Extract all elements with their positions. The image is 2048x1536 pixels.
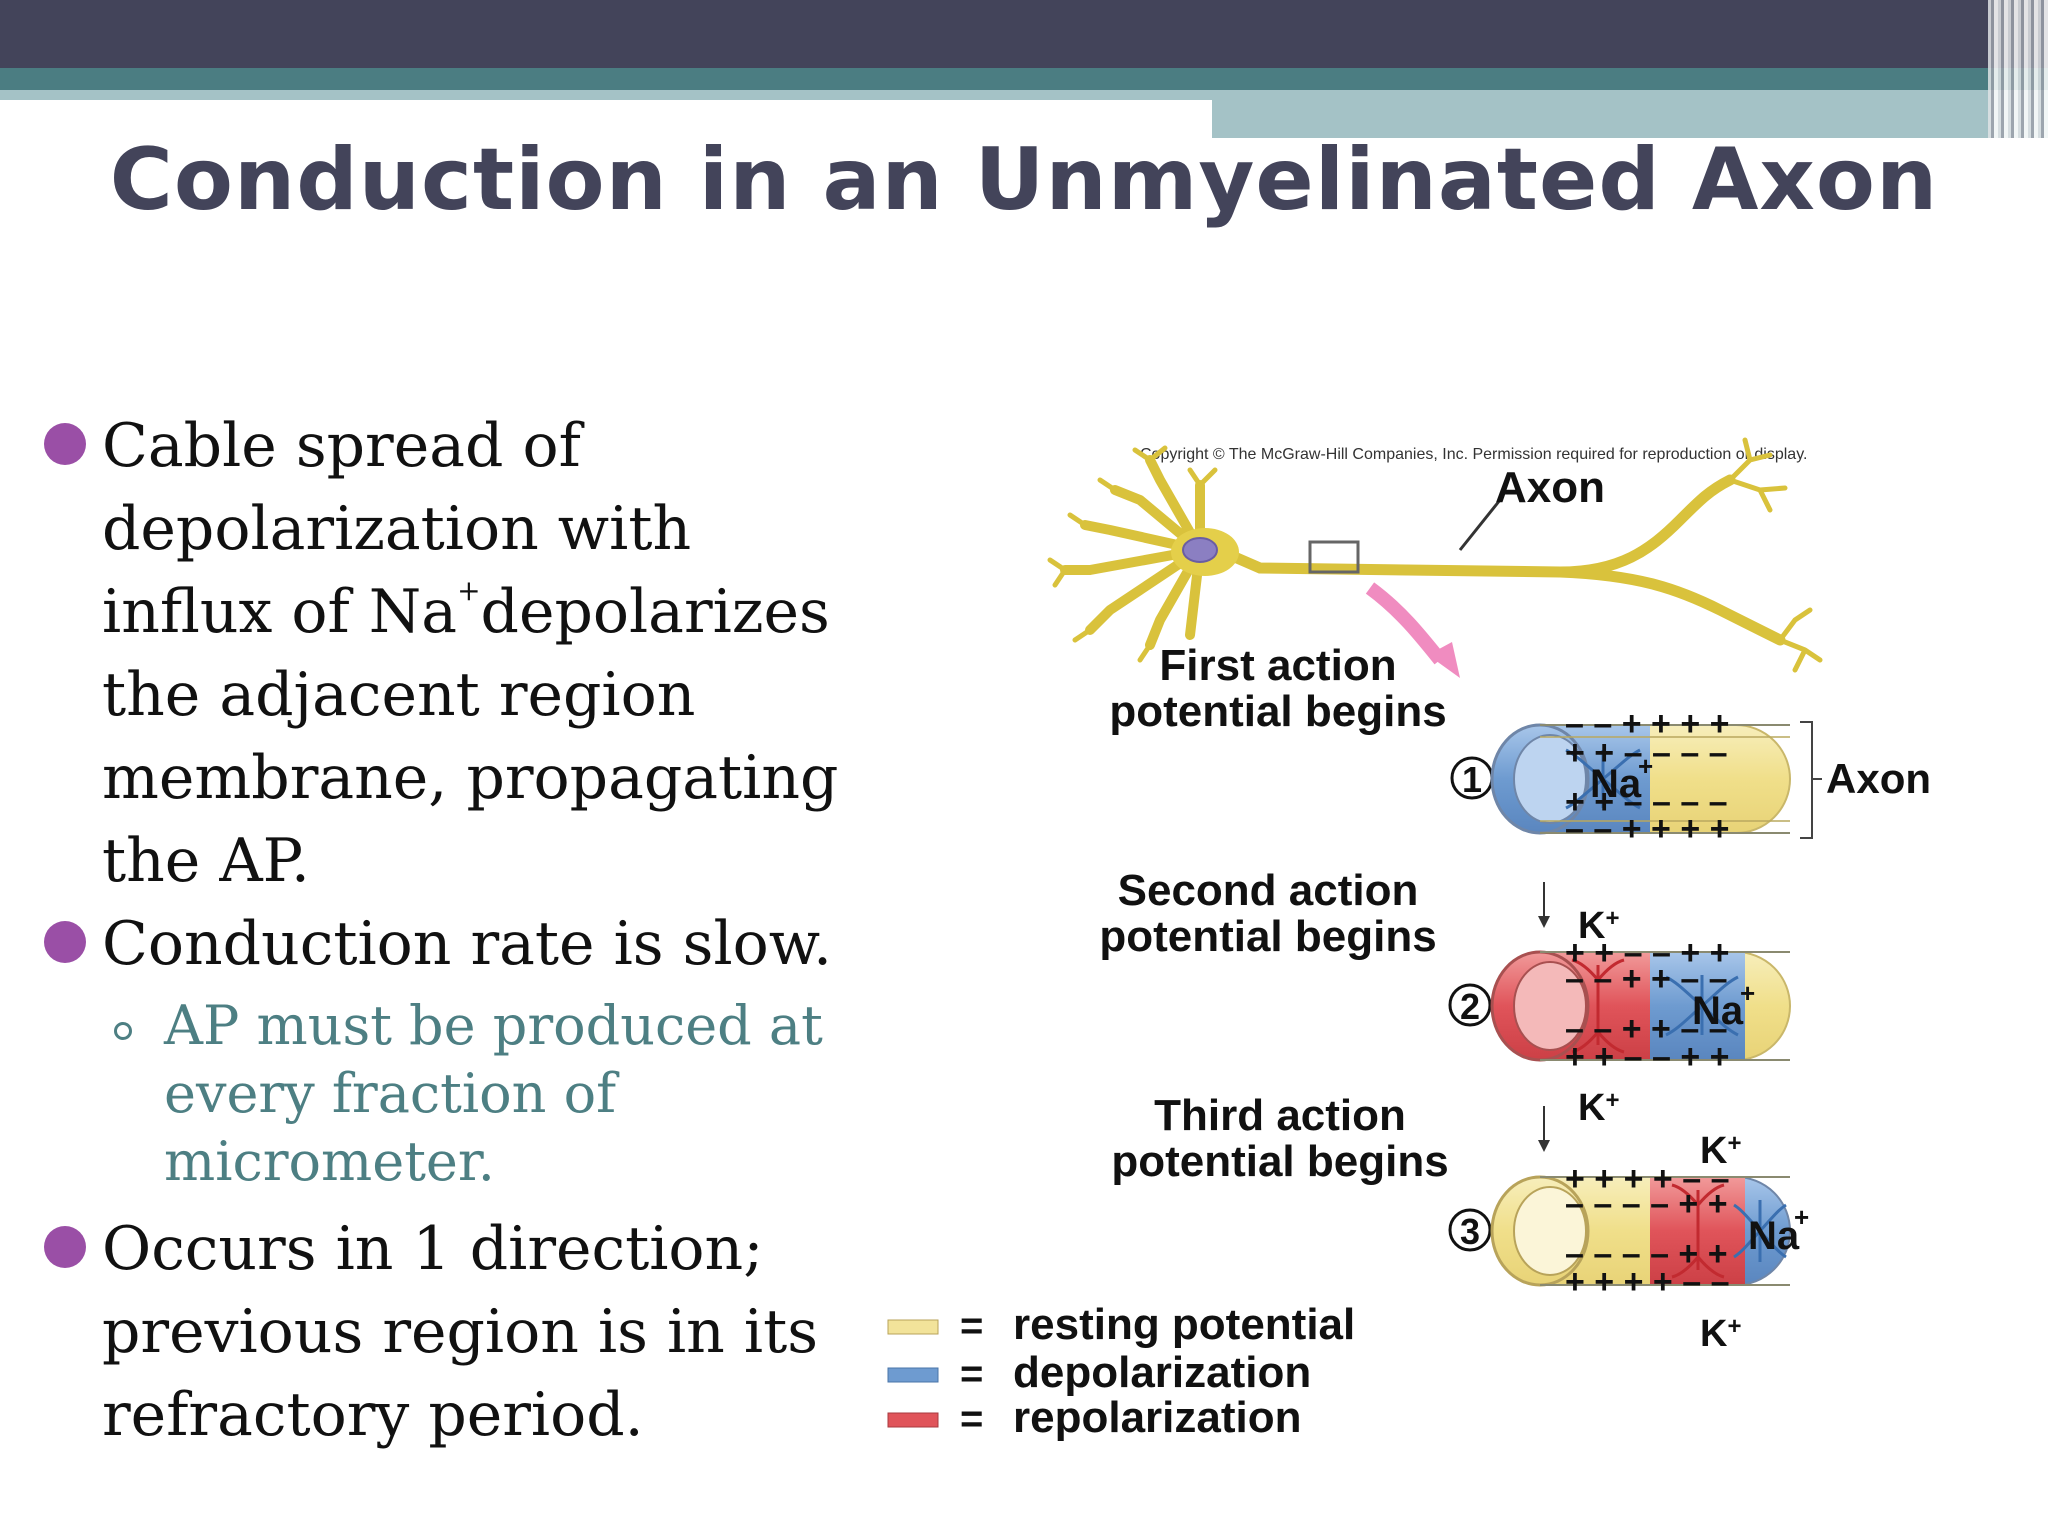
copyright-text: Copyright © The McGraw-Hill Companies, I… xyxy=(1140,446,1807,463)
legend-swatch-resting xyxy=(887,1319,939,1335)
top-bar-light xyxy=(0,90,1212,100)
k-3a-sup: + xyxy=(1727,1130,1741,1157)
top-bar-block xyxy=(1212,90,2048,138)
charge-marks-3a: + + + + – – xyxy=(1565,1160,1729,1198)
legend-eq-1: = xyxy=(960,1304,983,1348)
zoom-arrow-head xyxy=(1428,642,1460,678)
legend-depol: depolarization xyxy=(1013,1348,1311,1397)
step-number-2: 2 xyxy=(1448,983,1492,1027)
edge-decoration xyxy=(1988,0,2048,138)
k-3b-sup: + xyxy=(1727,1313,1741,1340)
na-label-2: Na xyxy=(1692,989,1744,1033)
charge-marks-1a: – – + + + + xyxy=(1565,705,1729,743)
na-sup-3: + xyxy=(1794,1202,1809,1232)
charge-marks-1d: – – + + + + xyxy=(1565,810,1729,848)
charge-marks-1c: + + – – – – xyxy=(1565,783,1728,821)
legend-eq-3: = xyxy=(960,1397,983,1441)
step-2-label-line2: potential begins xyxy=(1099,912,1436,961)
bullet-1-text-a: Cable spread of depolarization with infl… xyxy=(102,411,692,647)
bullet-2-text: Conduction rate is slow. xyxy=(102,909,833,979)
step-number-2-text: 2 xyxy=(1460,986,1480,1027)
charge-marks-2c: – – + + – – xyxy=(1565,1010,1728,1048)
step-3-label-line1: Third action xyxy=(1154,1091,1406,1140)
k-2a-sup: + xyxy=(1605,905,1619,932)
slide-title: Conduction in an Unmyelinated Axon xyxy=(109,130,1939,230)
top-bar-dark xyxy=(0,0,2048,68)
k-3b-text: K xyxy=(1700,1313,1728,1355)
axon-segment-1: Na + – – + + + + + + – – – – + + – – – –… xyxy=(1490,705,1791,848)
k-label-2a: K+ xyxy=(1578,905,1619,947)
axon-zoom-box xyxy=(1308,540,1360,574)
top-bar-teal xyxy=(0,68,2048,90)
neuron-illustration xyxy=(1047,437,1823,673)
axon-segment-2: K+ Na + + + – – + + – – + + – – – – + + … xyxy=(1490,905,1791,1129)
bullet-1: Cable spread of depolarization with infl… xyxy=(40,405,860,903)
bullet-1-text-b: depolarizes the adjacent region membrane… xyxy=(102,577,839,896)
k-label-3a: K+ xyxy=(1700,1130,1741,1172)
legend-eq-2: = xyxy=(960,1352,983,1396)
charge-marks-2a: + + – – + + xyxy=(1565,934,1729,972)
step-1-label-line1: First action xyxy=(1159,641,1396,690)
bullet-1-superscript: + xyxy=(457,574,481,607)
axon-conduction-figure: Copyright © The McGraw-Hill Companies, I… xyxy=(860,420,2048,1460)
axon-segment-3: K+ Na + + + + + – – – – – – + + – – – – … xyxy=(1490,1130,1809,1355)
legend: = resting potential = depolarization = r… xyxy=(887,1300,1355,1442)
legend-repol: repolarization xyxy=(1013,1393,1302,1442)
sub-bullet-text: AP must be produced at every fraction of… xyxy=(164,994,823,1193)
axon-pointer-line xyxy=(1458,499,1502,551)
k-2b-text: K xyxy=(1578,1087,1606,1129)
k-2a-text: K xyxy=(1578,905,1606,947)
bullet-3: Occurs in 1 direction; previous region i… xyxy=(40,1208,860,1457)
bullet-2: Conduction rate is slow. xyxy=(40,903,860,986)
sub-bullet-ring xyxy=(114,1022,132,1040)
legend-resting: resting potential xyxy=(1013,1300,1355,1349)
bullet-3-text: Occurs in 1 direction; previous region i… xyxy=(102,1214,818,1450)
bullet-dot xyxy=(44,1226,86,1268)
na-sup-1: + xyxy=(1638,751,1653,781)
na-label-3: Na xyxy=(1748,1214,1800,1258)
bullet-list: Cable spread of depolarization with infl… xyxy=(40,405,860,1457)
down-arrow-1-head xyxy=(1538,916,1550,928)
step-3-label-line2: potential begins xyxy=(1111,1137,1448,1186)
down-arrow-2-head xyxy=(1538,1140,1550,1152)
step-number-1: 1 xyxy=(1450,756,1494,800)
k-label-2b: K+ xyxy=(1578,1087,1619,1129)
step-number-3: 3 xyxy=(1448,1208,1492,1252)
step-1-label-line2: potential begins xyxy=(1109,687,1446,736)
legend-swatch-repol xyxy=(887,1412,939,1428)
charge-marks-2b: – – + + – – xyxy=(1565,960,1728,998)
bullet-dot xyxy=(44,423,86,465)
na-sup-2: + xyxy=(1740,978,1755,1008)
sub-bullet: AP must be produced at every fraction of… xyxy=(40,992,860,1196)
figure-svg: Copyright © The McGraw-Hill Companies, I… xyxy=(887,437,1931,1442)
bullet-dot xyxy=(44,921,86,963)
legend-swatch-depol xyxy=(887,1367,939,1383)
charge-marks-3b: – – – – + + xyxy=(1565,1185,1728,1223)
step-number-1-text: 1 xyxy=(1462,759,1482,800)
neuron-nucleus xyxy=(1182,537,1218,563)
neuron-axon-label: Axon xyxy=(1495,463,1605,512)
charge-marks-3c: – – – – + + xyxy=(1565,1235,1728,1273)
k-label-3b: K+ xyxy=(1700,1313,1741,1355)
charge-marks-1b: + + – – – – xyxy=(1565,734,1728,772)
k-3a-text: K xyxy=(1700,1130,1728,1172)
axon-bracket xyxy=(1800,721,1822,839)
step-number-3-text: 3 xyxy=(1460,1211,1480,1252)
step-2-label-line1: Second action xyxy=(1118,866,1419,915)
charge-marks-3d: + + + + – – xyxy=(1565,1263,1729,1301)
axon-bracket-label: Axon xyxy=(1826,755,1931,802)
na-label-1: Na xyxy=(1590,762,1642,806)
charge-marks-2d: + + – – + + xyxy=(1565,1038,1729,1076)
k-2b-sup: + xyxy=(1605,1087,1619,1114)
